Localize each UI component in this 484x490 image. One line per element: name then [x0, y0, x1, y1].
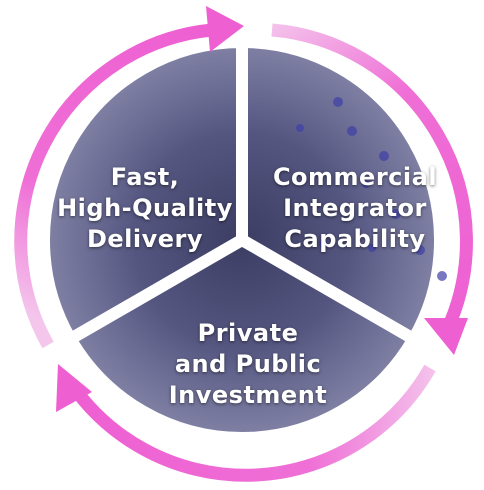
- label-line: Private: [197, 319, 299, 347]
- segment-label-left: Fast, High-Quality Delivery: [40, 162, 250, 255]
- segment-label-bottom: Private and Public Investment: [143, 318, 353, 411]
- cycle-arrow-right: [271, 23, 473, 355]
- label-line: Capability: [284, 225, 426, 253]
- cycle-arrow-top: [14, 6, 244, 349]
- cycle-arrow-bottom: [56, 364, 436, 482]
- label-line: and Public: [174, 350, 322, 378]
- segment-haze: [44, 42, 440, 438]
- label-line: Integrator: [283, 194, 427, 222]
- label-line: High-Quality: [57, 194, 233, 222]
- label-line: Fast,: [110, 163, 180, 191]
- label-line: Commercial: [272, 163, 438, 191]
- label-line: Investment: [168, 381, 328, 409]
- label-line: Delivery: [86, 225, 204, 253]
- right-segment-dots: [296, 97, 447, 281]
- segment-label-right: Commercial Integrator Capability: [250, 162, 460, 255]
